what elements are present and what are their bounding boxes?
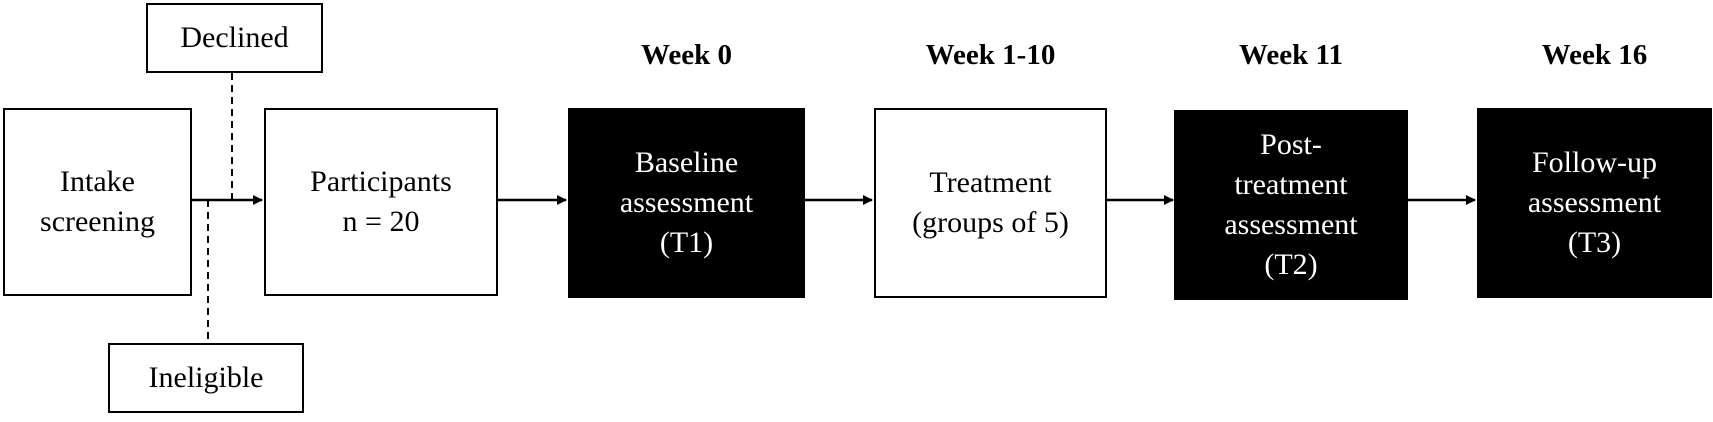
week-label-follow-up: Week 16	[1541, 39, 1648, 71]
ineligible-label: Ineligible	[148, 361, 264, 394]
ineligible-box: Ineligible	[108, 343, 304, 413]
treatment-label: Treatment (groups of 5)	[912, 166, 1069, 239]
week-label-baseline: Week 0	[640, 39, 733, 71]
intake-screening-box: Intake screening	[3, 108, 192, 296]
treatment-box: Treatment (groups of 5)	[874, 108, 1107, 298]
follow-up-assessment-box: Follow-up assessment (T3)	[1477, 108, 1712, 298]
follow-up-assessment-label: Follow-up assessment (T3)	[1527, 146, 1662, 259]
participants-label: Participants n = 20	[310, 165, 452, 238]
post-treatment-assessment-box: Post- treatment assessment (T2)	[1174, 110, 1408, 300]
week-label-treatment: Week 1-10	[925, 39, 1056, 71]
declined-box: Declined	[146, 3, 323, 73]
baseline-assessment-label: Baseline assessment (T1)	[619, 146, 754, 259]
post-treatment-assessment-label: Post- treatment assessment (T2)	[1224, 128, 1358, 281]
week-label-post-treatment: Week 11	[1239, 39, 1343, 71]
participants-box: Participants n = 20	[264, 108, 498, 296]
declined-label: Declined	[180, 21, 289, 54]
baseline-assessment-box: Baseline assessment (T1)	[568, 108, 805, 298]
intake-screening-label: Intake screening	[40, 165, 155, 238]
